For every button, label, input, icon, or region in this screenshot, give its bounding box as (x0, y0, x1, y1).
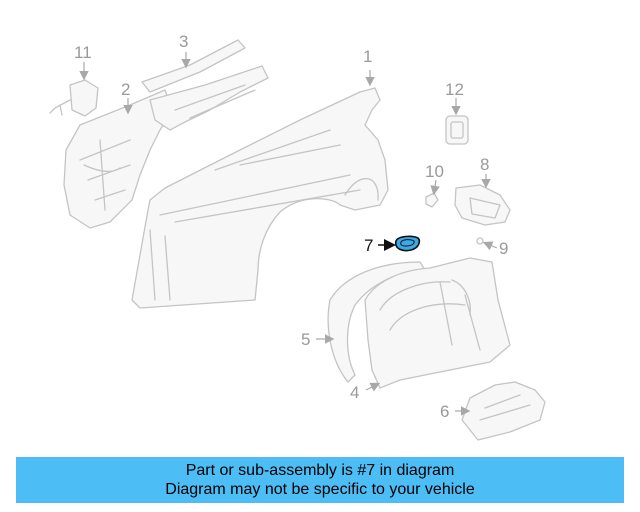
banner-line-2: Diagram may not be specific to your vehi… (165, 481, 475, 498)
info-banner: Part or sub-assembly is #7 in diagram Di… (16, 457, 624, 503)
lower-bracket-part-6 (461, 381, 546, 441)
leader-4 (365, 382, 381, 392)
upper-rail-part-3 (141, 39, 269, 131)
wheelhouse-inner-part-4 (364, 257, 511, 389)
screw-part-9 (476, 237, 484, 245)
parts-diagram: 1 2 3 4 5 6 7 8 9 10 11 12 (49, 32, 546, 441)
callout-7: 7 (364, 236, 373, 255)
callout-10: 10 (425, 162, 444, 181)
callout-2: 2 (121, 80, 130, 99)
callout-1: 1 (363, 47, 372, 66)
seal-part-7 (394, 235, 421, 252)
leader-10 (430, 179, 440, 196)
fuel-door-part-8 (454, 184, 511, 226)
callout-4: 4 (350, 383, 359, 402)
bracket-part-11 (49, 79, 99, 117)
callout-6: 6 (440, 402, 449, 421)
callout-8: 8 (480, 155, 489, 174)
callout-3: 3 (179, 32, 188, 51)
quarter-panel-part-1 (131, 87, 389, 309)
callout-5: 5 (301, 330, 310, 349)
wheelhouse-outer-part-5 (327, 261, 426, 383)
inner-panel-part-2 (63, 89, 173, 229)
banner-line-1: Part or sub-assembly is #7 in diagram (185, 462, 455, 479)
pad-part-12 (445, 115, 469, 145)
callout-9: 9 (499, 239, 508, 258)
callout-11: 11 (74, 43, 92, 62)
callout-12: 12 (445, 80, 464, 99)
clip-part-10 (425, 192, 439, 208)
leader-9 (482, 241, 498, 251)
